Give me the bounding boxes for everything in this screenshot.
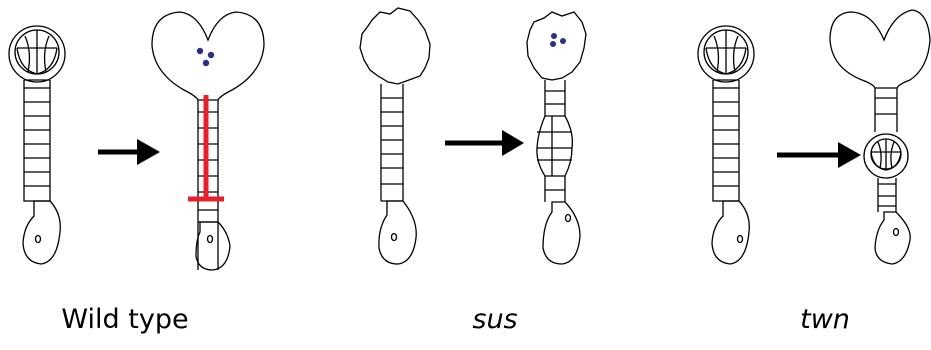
nuclei-wild-type	[196, 47, 215, 67]
sus-late-embryo	[526, 11, 587, 265]
arrow-wild-type	[98, 139, 160, 165]
wild-type-early-embryo	[8, 25, 66, 265]
twn-early-embryo	[697, 25, 755, 265]
label-twn: twn	[800, 304, 850, 335]
arrow-sus	[445, 130, 524, 156]
nuclei-sus	[550, 33, 566, 47]
label-wild-type: Wild type	[61, 304, 189, 335]
inhibition-bar	[188, 95, 224, 202]
label-sus: sus	[472, 304, 518, 335]
twn-late-embryo	[829, 9, 931, 265]
arrow-twn	[777, 142, 861, 168]
sus-early-embryo	[359, 7, 431, 265]
